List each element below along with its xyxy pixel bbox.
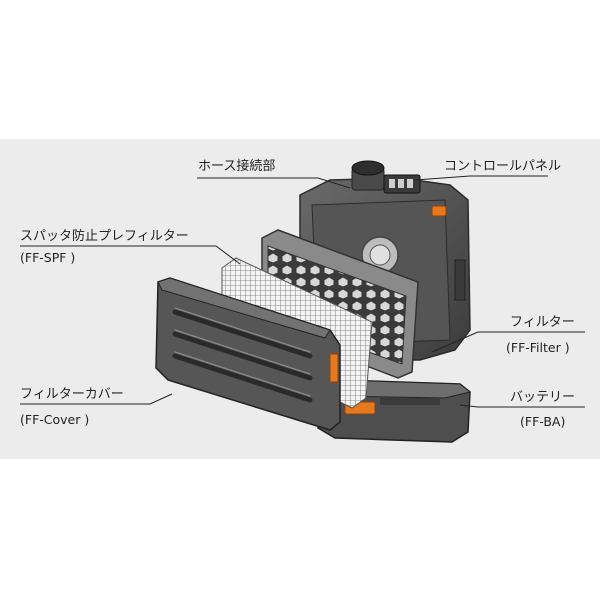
code-filter: (FF-Filter ) xyxy=(506,340,570,355)
cover-vents xyxy=(172,309,313,403)
label-control-panel: コントロールパネル xyxy=(444,159,561,174)
code-battery: (FF-BA) xyxy=(520,414,565,429)
code-spatter-prefilter: (FF-SPF ) xyxy=(20,250,75,265)
hose-connector xyxy=(351,160,385,191)
leader-lines xyxy=(20,175,585,408)
label-battery: バッテリー xyxy=(510,390,575,405)
control-panel xyxy=(383,174,421,194)
label-filter-cover: フィルターカバー xyxy=(20,387,124,402)
body-orange-button xyxy=(431,205,447,217)
cover-orange-tab xyxy=(329,353,339,383)
label-spatter-prefilter: スパッタ防止プレフィルター xyxy=(20,228,189,244)
label-hose-connector: ホース接続部 xyxy=(198,158,275,174)
code-filter-cover: (FF-Cover ) xyxy=(20,412,89,427)
label-filter: フィルター xyxy=(510,315,575,330)
filter-cover xyxy=(155,277,341,431)
